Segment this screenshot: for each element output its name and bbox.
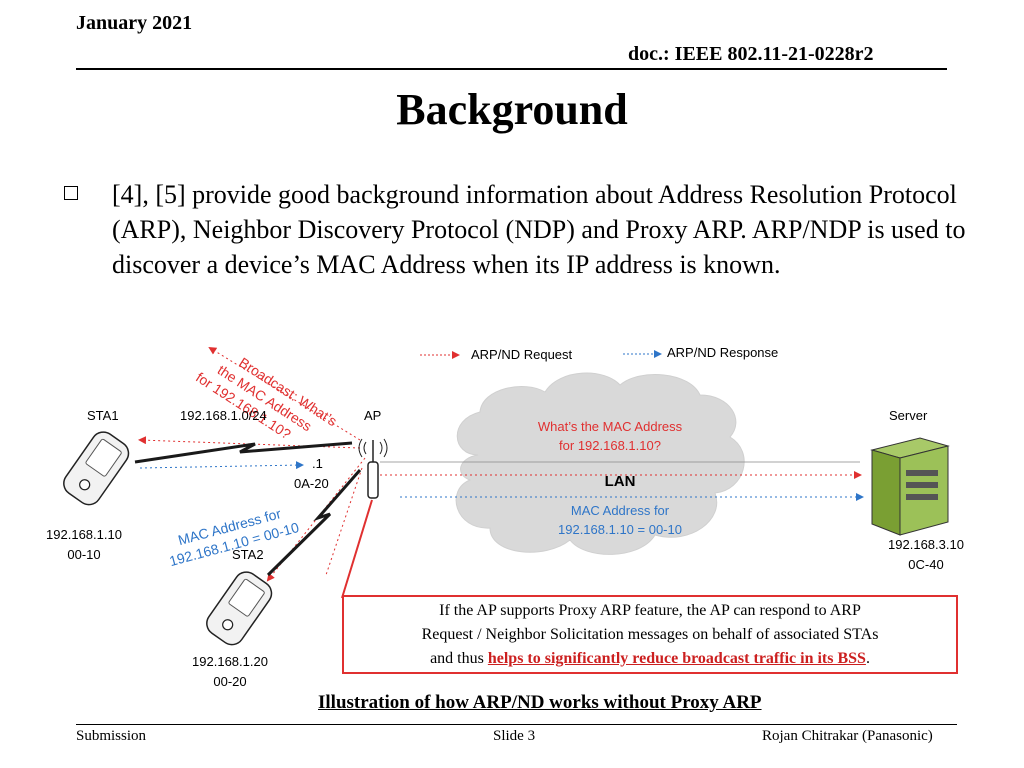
info-line-3-suffix: . xyxy=(865,650,870,667)
sta2-ip: 192.168.1.20 xyxy=(192,654,268,669)
wireless-link-sta2 xyxy=(266,469,362,577)
footer-author: Rojan Chitrakar (Panasonic) xyxy=(762,728,933,744)
info-line-2: Request / Neighbor Solicitation messages… xyxy=(421,626,879,643)
cloud-question-line-1: What’s the MAC Address xyxy=(537,419,683,434)
server-ip: 192.168.3.10 xyxy=(888,537,964,552)
lan-label: LAN xyxy=(604,473,636,490)
sta2-label: STA2 xyxy=(232,547,264,562)
sta2-mac: 00-20 xyxy=(213,674,247,689)
header-divider xyxy=(76,68,947,70)
cloud-question-line-2: for 192.168.1.10? xyxy=(559,438,661,453)
slide-title: Background xyxy=(396,85,628,134)
wireless-link-sta1 xyxy=(134,441,353,464)
info-line-3-prefix: and thus xyxy=(430,650,488,667)
legend-request-label: ARP/ND Request xyxy=(471,347,573,362)
proxy-arp-info-box: If the AP supports Proxy ARP feature, th… xyxy=(342,595,958,674)
sta1-response-arrow xyxy=(139,461,304,470)
broadcast-down-arrow xyxy=(325,467,363,576)
info-line-1: If the AP supports Proxy ARP feature, th… xyxy=(439,602,861,619)
sta2-phone-icon xyxy=(206,571,273,646)
server-icon xyxy=(870,437,950,536)
broadcast-sta2-arrow xyxy=(266,457,366,582)
server-label: Server xyxy=(889,408,928,423)
footer-slide-number: Slide 3 xyxy=(493,728,536,744)
sta1-label: STA1 xyxy=(87,408,119,423)
sta1-phone-icon xyxy=(63,431,130,506)
ap-mac-label: 0A-20 xyxy=(294,476,329,491)
checkbox-bullet-icon xyxy=(64,186,78,200)
header-doc-id: doc.: IEEE 802.11-21-0228r2 xyxy=(628,43,874,65)
ap-ip-label: .1 xyxy=(312,456,323,471)
footer-divider xyxy=(76,724,957,725)
cloud-answer-line-2: 192.168.1.10 = 00-10 xyxy=(558,522,682,537)
sta1-address: 192.168.1.10 00-10 xyxy=(34,525,134,565)
footer-submission: Submission xyxy=(76,728,147,744)
access-point-icon xyxy=(358,438,388,499)
cloud-question: What’s the MAC Address for 192.168.1.10? xyxy=(500,417,720,455)
broadcast-up-arrow xyxy=(208,346,361,441)
cloud-answer-line-1: MAC Address for xyxy=(570,503,670,518)
info-highlight: helps to significantly reduce broadcast … xyxy=(487,650,866,667)
lan-cloud-icon xyxy=(455,372,745,555)
server-mac: 0C-40 xyxy=(908,557,944,572)
figure-caption: Illustration of how ARP/ND works without… xyxy=(318,692,762,713)
info-line-3: and thus helps to significantly reduce b… xyxy=(344,647,956,671)
legend-response-label: ARP/ND Response xyxy=(667,345,779,360)
ap-label: AP xyxy=(364,408,382,423)
server-address: 192.168.3.10 0C-40 xyxy=(876,535,976,575)
bullet-text: [4], [5] provide good background informa… xyxy=(112,180,966,279)
cloud-answer: MAC Address for 192.168.1.10 = 00-10 xyxy=(520,501,720,539)
callout-line xyxy=(341,499,373,599)
sta1-ip: 192.168.1.10 xyxy=(46,527,122,542)
header-date: January 2021 xyxy=(76,12,193,34)
subnet-label: 192.168.1.0/24 xyxy=(180,408,267,423)
sta1-mac: 00-10 xyxy=(67,547,101,562)
sta2-address: 192.168.1.20 00-20 xyxy=(180,652,280,692)
